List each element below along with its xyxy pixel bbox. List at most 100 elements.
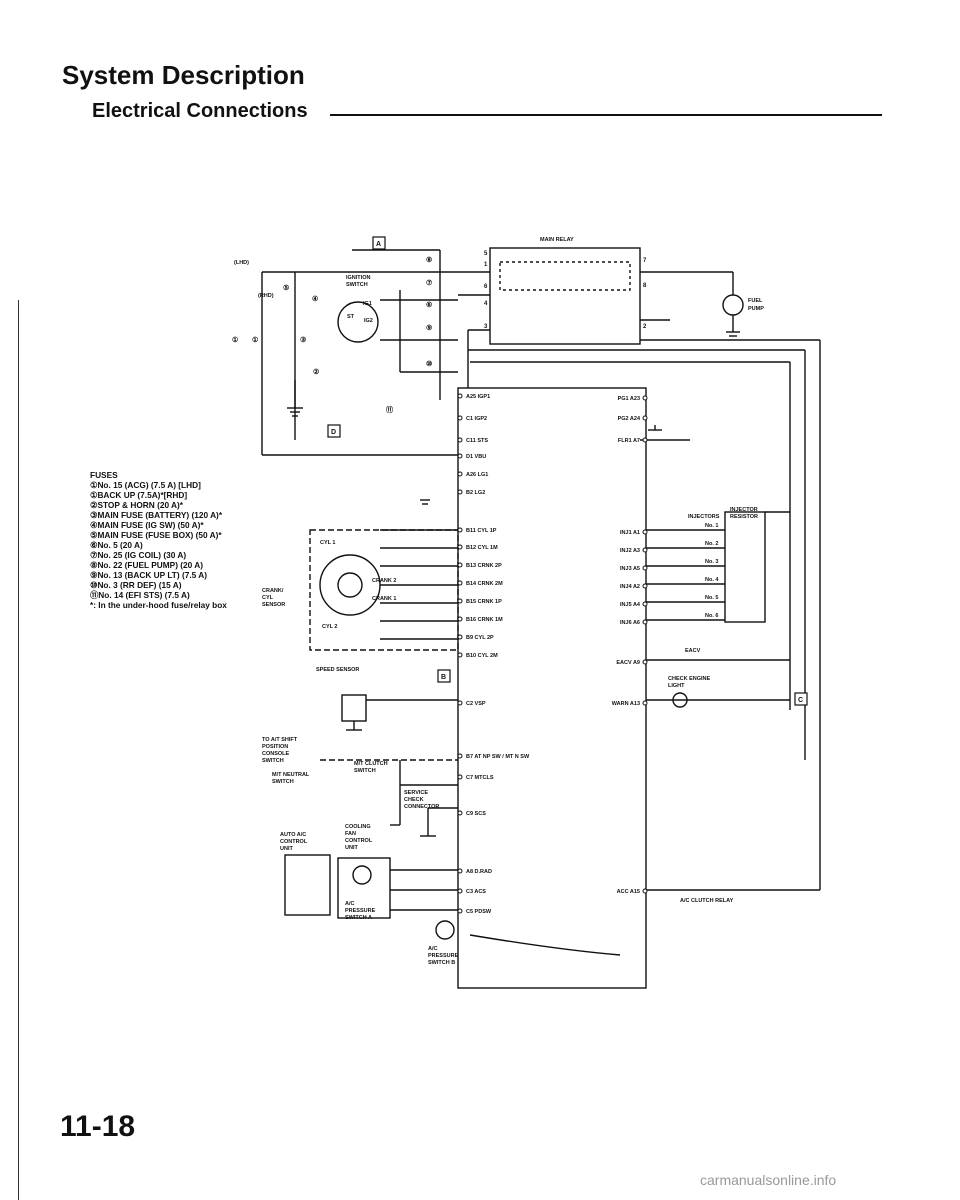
ecu-pin-label: ACC A15 <box>617 889 640 895</box>
injector-resistor-label: INJECTOR <box>730 507 758 513</box>
injector-no-label: No. 3 <box>705 559 718 565</box>
ecu-pin-terminal <box>457 544 463 550</box>
speed-sensor-label: SPEED SENSOR <box>316 667 359 673</box>
ecu-pin-terminal <box>642 888 648 894</box>
ecu-pin-terminal <box>457 774 463 780</box>
fuse-number: ⑥ <box>426 301 432 309</box>
ecu-pin-terminal <box>457 700 463 706</box>
injector-no-label: No. 6 <box>705 613 718 619</box>
auto-ac-label: AUTO A/C <box>280 832 306 838</box>
fuse-item: ⑧No. 22 (FUEL PUMP) (20 A) <box>90 560 204 570</box>
ecu-pin-terminal <box>457 652 463 658</box>
crank-cyl-sensor-symbol <box>319 554 381 616</box>
fuse-number: ⑦ <box>426 279 432 287</box>
service-check-label: CONNECTOR <box>404 804 439 810</box>
ecu-pin-terminal <box>642 395 648 401</box>
mt-clutch-label: SWITCH <box>354 768 376 774</box>
relay-pin: 7 <box>643 258 647 264</box>
cyl2-label: CYL 2 <box>322 624 338 630</box>
crank-sensor-label: CRANK/ <box>262 588 284 594</box>
ac-pressure-switch-b-symbol <box>435 920 455 940</box>
ecu-pin-label: B7 AT NP SW / MT N SW <box>466 754 530 760</box>
speed-sensor-symbol <box>341 694 367 722</box>
svg-text:A: A <box>376 241 381 248</box>
fuse-number: ⑨ <box>426 324 432 332</box>
cyl1-label: CYL 1 <box>320 540 336 546</box>
ecu-pin-terminal <box>457 453 463 459</box>
fuse-item: ①No. 15 (ACG) (7.5 A) [LHD] <box>90 480 201 490</box>
injector-resistor-label: RESISTOR <box>730 514 758 520</box>
service-check-label: CHECK <box>404 797 424 803</box>
box-label-c: C <box>794 692 808 706</box>
cooling-fan-label: CONTROL <box>345 838 373 844</box>
fuse-number: ① <box>252 336 258 344</box>
rhd-label: (RHD) <box>258 293 274 299</box>
at-shift-label: SWITCH <box>262 758 284 764</box>
ecu-pin-label: INJ1 A1 <box>620 530 640 536</box>
relay-pin: 4 <box>484 301 488 307</box>
ecu-pin-label: B2 LG2 <box>466 490 485 496</box>
relay-pin: 3 <box>484 324 488 330</box>
fuse-item: ⑩No. 3 (RR DEF) (15 A) <box>90 580 182 590</box>
ecu-pin-label: INJ4 A2 <box>620 584 640 590</box>
check-engine-light-symbol <box>672 692 688 708</box>
ecu-pin-terminal <box>457 393 463 399</box>
fuel-pump-label: FUEL <box>748 298 763 304</box>
ecu-pin-label: B11 CYL 1P <box>466 528 497 534</box>
fuel-pump-symbol <box>722 294 744 316</box>
at-shift-label: CONSOLE <box>262 751 290 757</box>
crank-sensor-label: CYL <box>262 595 274 601</box>
ecu-pin-label: PG2 A24 <box>618 416 641 422</box>
ecu-pin-terminal <box>457 527 463 533</box>
ecu-pin-terminal <box>457 888 463 894</box>
ecu-pin-label: B9 CYL 2P <box>466 635 494 641</box>
cooling-fan-label: COOLING <box>345 824 371 830</box>
fuse-item: ⑨No. 13 (BACK UP LT) (7.5 A) <box>90 570 207 580</box>
subtitle-rule <box>330 114 882 116</box>
ecu-pin-label: A25 IGP1 <box>466 394 490 400</box>
auto-ac-control-unit-box <box>284 854 331 916</box>
ecu-pin-label: INJ6 A6 <box>620 620 640 626</box>
auto-ac-label: CONTROL <box>280 839 308 845</box>
check-engine-label: CHECK ENGINE <box>668 676 711 682</box>
ecu-pin-label: A26 LG1 <box>466 472 488 478</box>
svg-text:B: B <box>441 674 446 681</box>
ecu-pin-label: B12 CYL 1M <box>466 545 498 551</box>
ac-pressure-a-label: SWITCH A <box>345 915 372 921</box>
ac-clutch-relay-label: A/C CLUTCH RELAY <box>680 898 734 904</box>
fuse-item: ⑥No. 5 (20 A) <box>90 540 143 550</box>
fuse-item: ⑦No. 25 (IG COIL) (30 A) <box>90 550 187 560</box>
main-relay-box <box>489 247 641 345</box>
relay-pin: 2 <box>643 324 647 330</box>
mt-neutral-label: SWITCH <box>272 779 294 785</box>
lhd-label: (LHD) <box>234 260 249 266</box>
ac-pressure-a-label: A/C <box>345 901 355 907</box>
ac-pressure-b-label: A/C <box>428 946 438 952</box>
ecu-pin-label: C2 VSP <box>466 701 486 707</box>
service-check-label: SERVICE <box>404 790 428 796</box>
ac-pressure-b-label: PRESSURE <box>428 953 459 959</box>
ecu-pin-terminal <box>642 583 648 589</box>
ecu-pin-label: D1 VBU <box>466 454 486 460</box>
ecu-pin-terminal <box>457 616 463 622</box>
ig1-label: IG1 <box>363 301 372 307</box>
fuse-item: ⑪No. 14 (EFI STS) (7.5 A) <box>90 590 190 600</box>
ecu-pin-terminal <box>457 634 463 640</box>
ac-pressure-switch-a-symbol <box>352 865 372 885</box>
ecu-pin-terminal <box>642 659 648 665</box>
fuse-number: ③ <box>300 336 306 344</box>
check-engine-label: LIGHT <box>668 683 685 689</box>
fuse-item: ③MAIN FUSE (BATTERY) (120 A)* <box>90 510 223 520</box>
ecu-pin-terminal <box>457 580 463 586</box>
ecu-pin-label: C3 ACS <box>466 889 486 895</box>
ecu-pin-label: C9 SCS <box>466 811 486 817</box>
injector-no-label: No. 4 <box>705 577 719 583</box>
margin-line <box>18 300 19 1200</box>
fuse-number: ⑪ <box>386 405 393 414</box>
at-shift-label: POSITION <box>262 744 288 750</box>
eacv-label: EACV <box>685 648 701 654</box>
fuse-legend: FUSES ①No. 15 (ACG) (7.5 A) [LHD] ①BACK … <box>90 470 227 610</box>
ecu-pin-terminal <box>642 619 648 625</box>
ecu-pin-terminal <box>457 489 463 495</box>
